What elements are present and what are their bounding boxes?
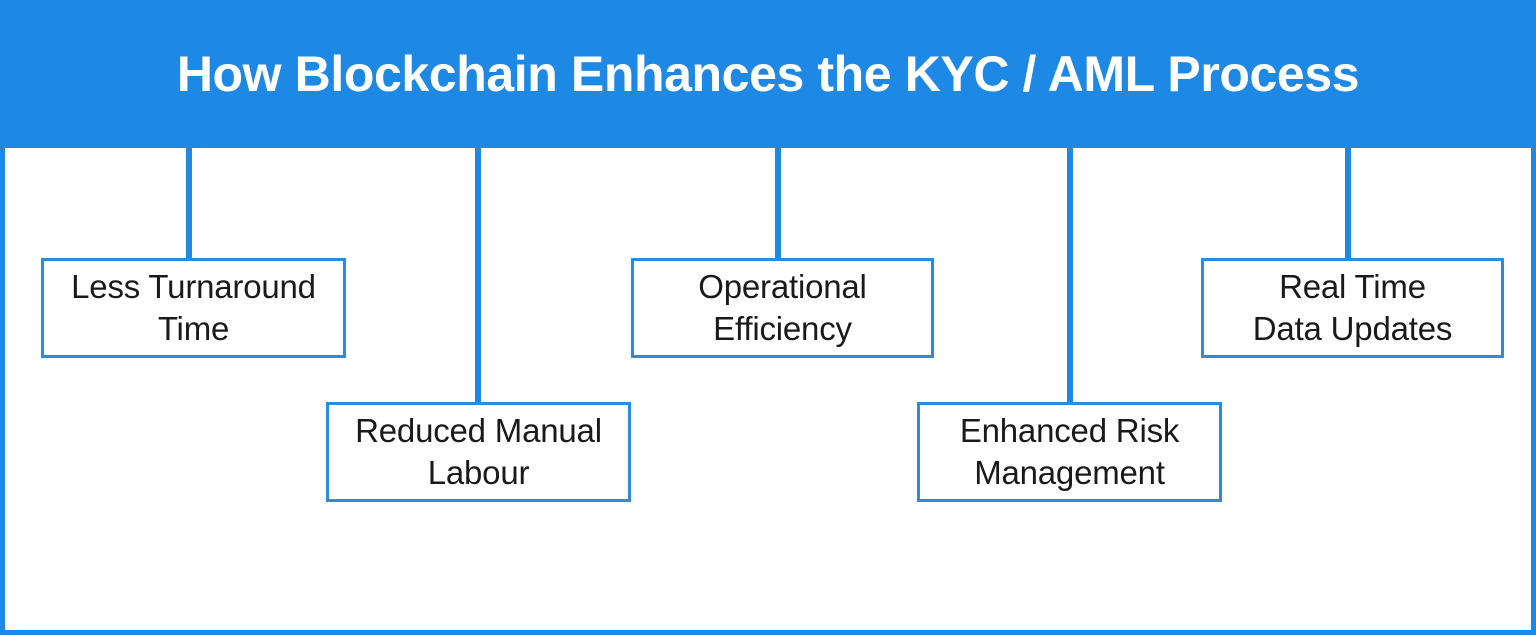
feature-label: Enhanced Risk Management <box>954 410 1185 494</box>
feature-label-line1: Less Turnaround <box>71 268 316 305</box>
header-band: How Blockchain Enhances the KYC / AML Pr… <box>0 0 1536 148</box>
feature-label-line1: Enhanced Risk <box>959 412 1180 449</box>
feature-label-line2: Data Updates <box>1252 310 1453 347</box>
connector-less-turnaround-time <box>186 148 192 260</box>
feature-label-line2: Labour <box>427 454 530 491</box>
feature-box-reduced-manual-labour[interactable]: Reduced Manual Labour <box>326 402 631 502</box>
feature-label-line1: Operational <box>698 268 867 305</box>
feature-box-less-turnaround-time[interactable]: Less Turnaround Time <box>41 258 346 358</box>
feature-label-line2: Efficiency <box>713 310 852 347</box>
feature-label-line1: Real Time <box>1279 268 1426 305</box>
connector-enhanced-risk-management <box>1067 148 1073 404</box>
page-title: How Blockchain Enhances the KYC / AML Pr… <box>176 46 1360 102</box>
connector-operational-efficiency <box>775 148 781 261</box>
feature-label: Reduced Manual Labour <box>349 410 608 494</box>
feature-box-enhanced-risk-management[interactable]: Enhanced Risk Management <box>917 402 1222 502</box>
feature-label-line2: Management <box>974 454 1165 491</box>
feature-box-real-time-data-updates[interactable]: Real Time Data Updates <box>1201 258 1504 358</box>
feature-label-line1: Reduced Manual <box>355 412 602 449</box>
feature-label: Less Turnaround Time <box>65 266 322 350</box>
feature-label: Real Time Data Updates <box>1247 266 1458 350</box>
connector-real-time-data-updates <box>1345 148 1351 261</box>
feature-box-operational-efficiency[interactable]: Operational Efficiency <box>631 258 934 358</box>
connector-reduced-manual-labour <box>475 148 481 404</box>
feature-label: Operational Efficiency <box>692 266 872 350</box>
feature-label-line2: Time <box>157 310 230 347</box>
